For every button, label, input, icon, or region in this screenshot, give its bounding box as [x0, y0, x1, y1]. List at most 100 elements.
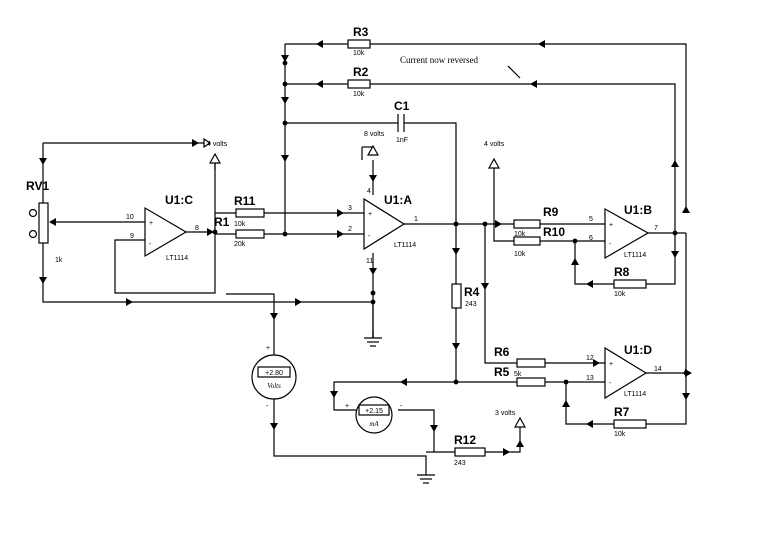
resistor-r6[interactable]: R6 [494, 345, 546, 368]
u1a-pin-4: 4 [367, 188, 371, 195]
resistor-r9[interactable]: R9 10k [513, 205, 559, 238]
r1-value: 20k [234, 241, 246, 248]
r1-label: R1 [214, 215, 230, 229]
resistor-r2[interactable]: R2 10k [347, 65, 371, 98]
source-u1c-4v [208, 152, 222, 170]
r4-value: 243 [465, 301, 477, 308]
r6-label: R6 [494, 345, 510, 359]
u1d-pin-13: 13 [586, 375, 594, 382]
voltmeter-unit: Volts [267, 382, 281, 390]
voltmeter[interactable]: +2.80 Volts + - [251, 345, 297, 410]
u1a-pin-1: 1 [414, 216, 418, 223]
potentiometer-rv1[interactable]: RV1 1k [26, 179, 63, 264]
u1d-minus-sign: - [609, 380, 612, 387]
wires [42, 43, 687, 466]
source-r12-3v: 3 volts [495, 410, 527, 428]
u1c-plus-sign: + [149, 220, 153, 227]
resistor-r4[interactable]: R4 243 [451, 283, 480, 309]
resistor-r3[interactable]: R3 10k [347, 25, 371, 57]
r3-value: 10k [353, 50, 365, 57]
u1d-label: U1:D [624, 343, 652, 357]
resistor-r12[interactable]: R12 243 [454, 433, 486, 467]
u1b-plus-sign: + [609, 222, 613, 229]
r7-label: R7 [614, 405, 630, 419]
opamp-u1a[interactable]: + - 3 2 1 4 11 U1:A LT1114 [348, 188, 418, 265]
source-rv1-label: 4 volts [207, 141, 228, 148]
u1b-part: LT1114 [624, 252, 646, 259]
u1a-plus-sign: + [368, 211, 372, 218]
voltmeter-plus: + [266, 345, 270, 352]
resistor-r8[interactable]: R8 10k [613, 265, 647, 298]
r11-label: R11 [234, 194, 256, 208]
u1b-label: U1:B [624, 203, 652, 217]
r12-value: 243 [454, 460, 466, 467]
r7-value: 10k [614, 431, 626, 438]
annotation-current-reversed: Current now reversed [400, 55, 521, 79]
source-r9-4v: 4 volts [484, 141, 505, 169]
voltmeter-reading: +2.80 [265, 370, 283, 377]
c1-label: C1 [394, 99, 410, 113]
ground-voltmeter [417, 466, 435, 484]
u1a-pin-3: 3 [348, 205, 352, 212]
resistor-r10[interactable]: R10 10k [513, 225, 565, 258]
r12-label: R12 [454, 433, 476, 447]
resistor-r7[interactable]: R7 10k [613, 405, 647, 438]
u1d-pin-14: 14 [654, 366, 662, 373]
c1-value: 1nF [396, 137, 408, 144]
r4-label: R4 [464, 285, 480, 299]
u1a-pin-11: 11 [366, 258, 373, 265]
source-r12-label: 3 volts [495, 410, 516, 417]
opamp-u1b[interactable]: + - 5 6 7 U1:B LT1114 [589, 203, 658, 260]
u1d-plus-sign: + [609, 361, 613, 368]
ammeter-unit: mA [369, 420, 379, 428]
ammeter-minus: - [400, 403, 403, 410]
u1c-pin-8: 8 [195, 225, 199, 232]
opamp-u1c[interactable]: + - 10 9 8 U1:C LT1114 [126, 193, 199, 262]
ammeter-reading: +2.15 [365, 408, 383, 415]
resistor-r5[interactable]: R5 5k [494, 365, 546, 387]
source-u1a-8v: 8 volts [361, 131, 385, 160]
r2-value: 10k [353, 91, 365, 98]
ammeter[interactable]: +2.15 mA + - [345, 396, 403, 434]
r8-value: 10k [614, 291, 626, 298]
r9-label: R9 [543, 205, 559, 219]
u1c-pin-10: 10 [126, 214, 134, 221]
r2-label: R2 [353, 65, 369, 79]
ground-u1a [364, 330, 382, 347]
u1b-pin-7: 7 [654, 225, 658, 232]
annotation-text: Current now reversed [400, 55, 478, 65]
u1d-pin-12: 12 [586, 355, 594, 362]
rv1-value: 1k [55, 257, 63, 264]
u1c-pin-9: 9 [130, 233, 134, 240]
rv1-label: RV1 [26, 179, 49, 193]
source-u1a-label: 8 volts [364, 131, 385, 138]
junction-dots [212, 60, 689, 385]
u1c-label: U1:C [165, 193, 193, 207]
r11-value: 10k [234, 221, 246, 228]
source-r9-label: 4 volts [484, 141, 505, 148]
u1b-pin-5: 5 [589, 216, 593, 223]
u1a-pin-2: 2 [348, 226, 352, 233]
resistor-r1[interactable]: R1 20k [214, 215, 265, 248]
resistor-r11[interactable]: R11 10k [234, 194, 265, 228]
u1a-minus-sign: - [368, 233, 371, 240]
ammeter-plus: + [345, 403, 349, 410]
r5-value: 5k [514, 371, 522, 378]
r3-label: R3 [353, 25, 369, 39]
capacitor-c1[interactable]: C1 1nF [394, 99, 410, 144]
u1c-minus-sign: - [149, 241, 152, 248]
r10-label: R10 [543, 225, 565, 239]
u1d-part: LT1114 [624, 391, 646, 398]
u1b-pin-6: 6 [589, 235, 593, 242]
r5-label: R5 [494, 365, 510, 379]
r8-label: R8 [614, 265, 630, 279]
wire-arrows [39, 40, 692, 456]
u1b-minus-sign: - [609, 241, 612, 248]
u1a-part: LT1114 [394, 242, 416, 249]
opamp-u1d[interactable]: + - 12 13 14 U1:D LT1114 [586, 343, 662, 400]
source-rv1-4v: 4 volts [203, 137, 228, 149]
voltmeter-minus: - [266, 403, 269, 410]
u1c-part: LT1114 [166, 255, 188, 262]
